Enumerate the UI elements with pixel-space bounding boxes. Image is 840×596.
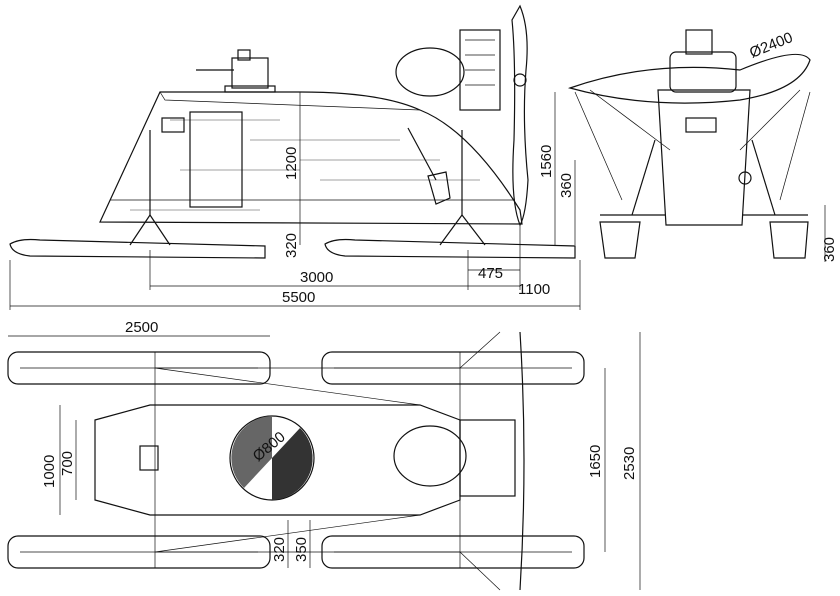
dim-inner-width: 700: [59, 451, 76, 476]
dim-front-clearance: 360: [821, 237, 838, 262]
dim-ski-width: 320: [271, 537, 288, 562]
dim-rear-offset: 475: [478, 265, 503, 282]
dim-ski-gap: 350: [293, 537, 310, 562]
propeller-icon: [511, 4, 529, 227]
dim-total-length: 5500: [282, 289, 315, 306]
dim-body-width: 1000: [41, 455, 58, 488]
top-view: 2500 1000 700 Ø800 1650 2530 320 350: [7, 319, 641, 591]
turret-icon: [196, 49, 276, 93]
side-view: 5500 3000 475 1100 1200 320 1560 360: [9, 4, 581, 310]
hatch-icon: [229, 415, 315, 501]
dim-body-height: 1200: [283, 147, 300, 180]
dim-ground-clearance: 320: [283, 233, 300, 258]
dim-prop-height: 1560: [538, 145, 555, 178]
dim-rear-overhang: 1100: [518, 281, 550, 298]
dim-ski-span: 3000: [300, 269, 333, 286]
dim-overall-width: 2530: [621, 447, 638, 480]
side-skis: [9, 238, 576, 259]
dim-prop-diameter: Ø2400: [747, 29, 795, 62]
engine-icon: [395, 29, 501, 111]
front-view: 360 Ø2400: [567, 29, 838, 262]
dim-hub-height: 360: [558, 173, 575, 198]
dim-track: 1650: [587, 445, 604, 478]
dim-ski-length: 2500: [125, 319, 158, 336]
shovel-icon: [407, 127, 451, 205]
